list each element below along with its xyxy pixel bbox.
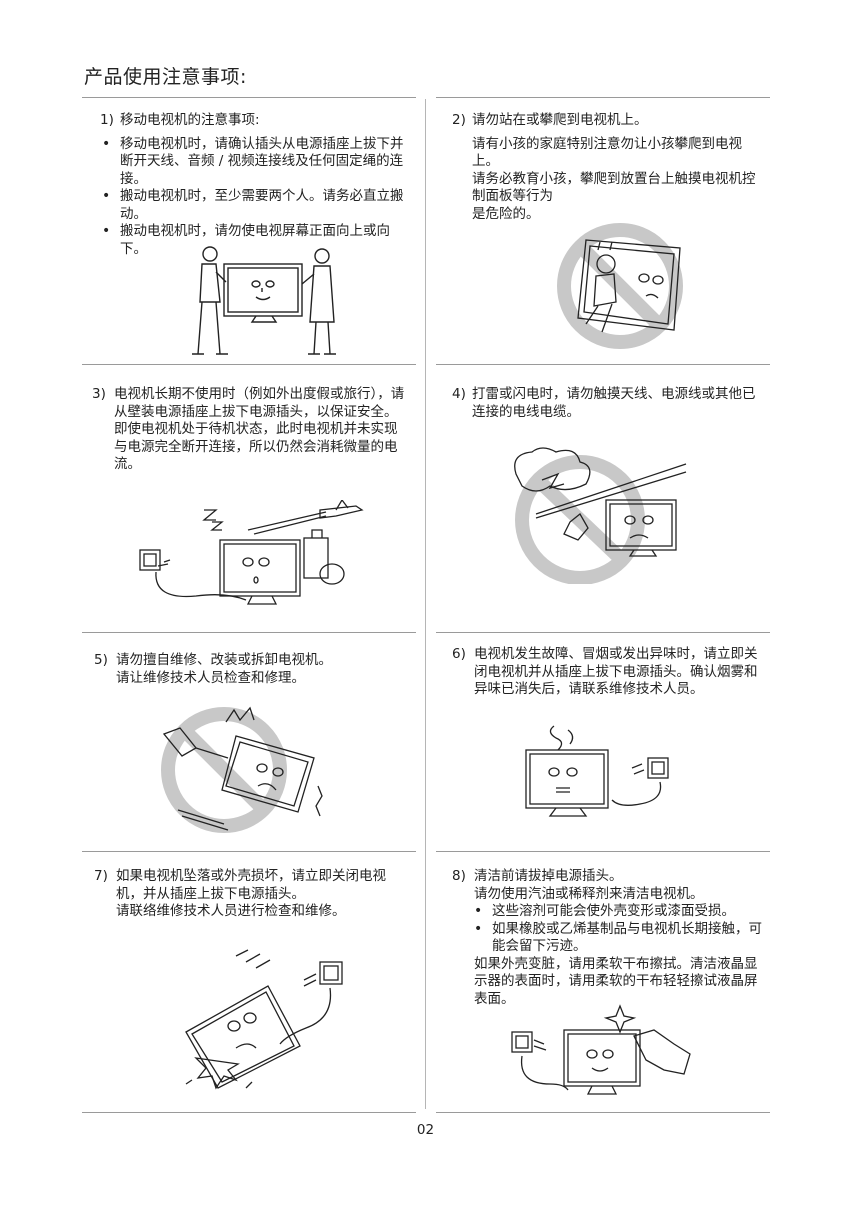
no-self-repair-illustration xyxy=(158,706,334,836)
bullet-item: 搬动电视机时，至少需要两个人。请务必直立搬动。 xyxy=(102,188,410,223)
divider xyxy=(82,1112,416,1113)
section-paragraph: 请让维修技术人员检查和修理。 xyxy=(116,669,305,686)
section-number: 4) xyxy=(452,386,466,402)
divider xyxy=(436,1112,770,1113)
bullet-item: 搬动电视机时，请勿使电视屏幕正面向上或向下。 xyxy=(102,223,410,258)
section-paragraph: 如果外壳变脏，请用柔软干布擦拭。清洁液晶显示器的表面时，请用柔软的干布轻轻擦试液… xyxy=(474,955,758,1007)
page-number: 02 xyxy=(416,1122,435,1138)
divider xyxy=(436,632,770,633)
smoking-tv-unplug-illustration xyxy=(520,720,680,828)
section-number: 7) xyxy=(94,868,108,884)
section-number: 3) xyxy=(92,386,106,402)
section-heading: 电视机发生故障、冒烟或发出异味时，请立即关闭电视机并从插座上拔下电源插头。确认烟… xyxy=(474,646,758,697)
two-people-carrying-tv-illustration xyxy=(186,242,346,362)
section-3: 3) 电视机长期不使用时（例如外出度假或旅行），请从壁装电源插座上拔下电源插头，… xyxy=(92,386,410,474)
section-number: 1) xyxy=(100,112,114,128)
page-title: 产品使用注意事项: xyxy=(84,66,247,88)
divider xyxy=(436,364,770,365)
bullet-item: 移动电视机时，请确认插头从电源插座上拔下并断开天线、音频 / 视频连接线及任何固… xyxy=(102,136,410,189)
section-8: 8) 清洁前请拔掉电源插头。 请勿使用汽油或稀释剂来清洁电视机。 这些溶剂可能会… xyxy=(452,868,768,1008)
section-1: 1) 移动电视机的注意事项: 移动电视机时，请确认插头从电源插座上拔下并断开天线… xyxy=(100,112,410,258)
section-4: 4) 打雷或闪电时，请勿触摸天线、电源线或其他已连接的电线电缆。 xyxy=(452,386,766,421)
section-5: 5) 请勿擅自维修、改装或拆卸电视机。 请让维修技术人员检查和修理。 xyxy=(94,652,410,687)
section-number: 2) xyxy=(452,112,466,128)
section-heading: 电视机长期不使用时（例如外出度假或旅行），请从壁装电源插座上拔下电源插头，以保证… xyxy=(114,386,405,420)
section-heading: 清洁前请拔掉电源插头。 xyxy=(474,868,623,884)
fallen-tv-illustration xyxy=(176,948,356,1092)
section-paragraph: 是危险的。 xyxy=(472,205,540,222)
section-paragraph: 请联络维修技术人员进行检查和维修。 xyxy=(116,903,346,919)
bullet-item: 这些溶剂可能会使外壳变形或漆面受损。 xyxy=(474,903,768,921)
cleaning-tv-illustration xyxy=(504,1004,694,1104)
divider xyxy=(436,97,770,98)
section-paragraph: 请勿使用汽油或稀释剂来清洁电视机。 xyxy=(474,885,704,902)
section-heading: 移动电视机的注意事项: xyxy=(120,112,260,128)
section-number: 8) xyxy=(452,868,466,884)
section-paragraph: 请有小孩的家庭特别注意勿让小孩攀爬到电视上。 xyxy=(472,135,742,170)
section-7: 7) 如果电视机坠落或外壳损坏，请立即关闭电视机，并从插座上拔下电源插头。 请联… xyxy=(94,868,410,921)
divider xyxy=(82,632,416,633)
section-heading: 打雷或闪电时，请勿触摸天线、电源线或其他已连接的电线电缆。 xyxy=(472,386,756,420)
divider xyxy=(82,97,416,98)
section-heading: 请勿擅自维修、改装或拆卸电视机。 xyxy=(116,652,332,668)
child-climbing-tv-prohibited-illustration xyxy=(550,220,700,355)
bullet-item: 如果橡胶或乙烯基制品与电视机长期接触，可能会留下污迹。 xyxy=(474,921,768,956)
section-paragraph: 即使电视机处于待机状态，此时电视机并未实现与电源完全断开连接，所以仍然会消耗微量… xyxy=(114,421,398,472)
section-heading: 如果电视机坠落或外壳损坏，请立即关闭电视机，并从插座上拔下电源插头。 xyxy=(116,868,386,902)
divider xyxy=(82,851,416,852)
section-heading: 请勿站在或攀爬到电视机上。 xyxy=(472,112,648,128)
section-6: 6) 电视机发生故障、冒烟或发出异味时，请立即关闭电视机并从插座上拔下电源插头。… xyxy=(452,646,764,699)
section-paragraph: 请务必教育小孩，攀爬到放置台上触摸电视机控制面板等行为 xyxy=(472,170,756,205)
section-number: 6) xyxy=(452,646,466,662)
column-divider xyxy=(425,99,426,1109)
divider xyxy=(436,851,770,852)
unplug-when-away-illustration xyxy=(136,500,372,612)
section-number: 5) xyxy=(94,652,108,668)
divider xyxy=(82,364,416,365)
section-2: 2) 请勿站在或攀爬到电视机上。 请有小孩的家庭特别注意勿让小孩攀爬到电视上。 … xyxy=(452,112,764,223)
lightning-do-not-touch-illustration xyxy=(506,444,696,584)
